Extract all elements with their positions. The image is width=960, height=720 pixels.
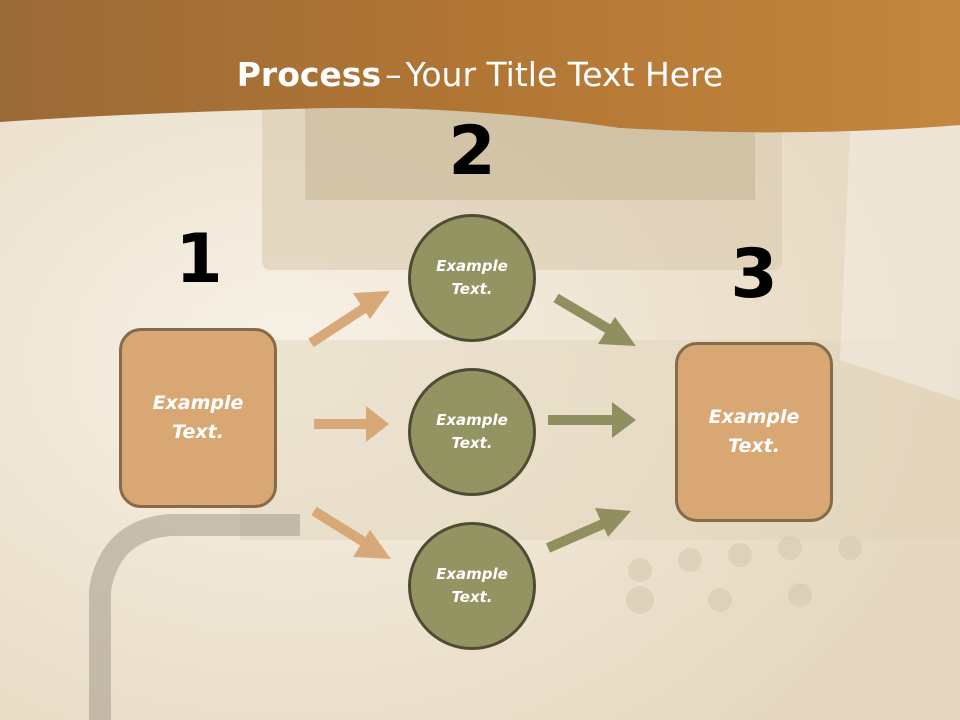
step-2-circle-top: Example Text. <box>408 214 536 342</box>
step-1-box: Example Text. <box>119 328 277 508</box>
step-2-circle-bottom: Example Text. <box>408 522 536 650</box>
step-2-bottom-label: Example Text. <box>436 565 508 606</box>
arrow-2-top-to-3 <box>553 293 636 346</box>
step-number-3: 3 <box>730 235 778 314</box>
arrow-2-bottom-to-3 <box>545 508 631 553</box>
arrow-1-to-2-bottom <box>311 506 391 559</box>
step-1-label: Example Text. <box>152 392 244 443</box>
arrow-1-to-2-middle <box>314 406 389 442</box>
step-2-circle-middle: Example Text. <box>408 368 536 496</box>
step-number-2: 2 <box>448 112 496 191</box>
title-bold: Process <box>236 55 382 94</box>
step-2-top-label: Example Text. <box>436 257 508 298</box>
title-rest: Your Title Text Here <box>405 55 724 94</box>
step-2-middle-label: Example Text. <box>436 411 508 452</box>
step-3-box: Example Text. <box>675 342 833 522</box>
arrow-2-middle-to-3 <box>548 402 636 438</box>
step-number-1: 1 <box>175 220 223 299</box>
title-separator: – <box>385 55 402 94</box>
step-3-label: Example Text. <box>708 406 800 457</box>
slide-title: Process–Your Title Text Here <box>0 52 960 98</box>
arrow-1-to-2-top <box>308 291 390 348</box>
